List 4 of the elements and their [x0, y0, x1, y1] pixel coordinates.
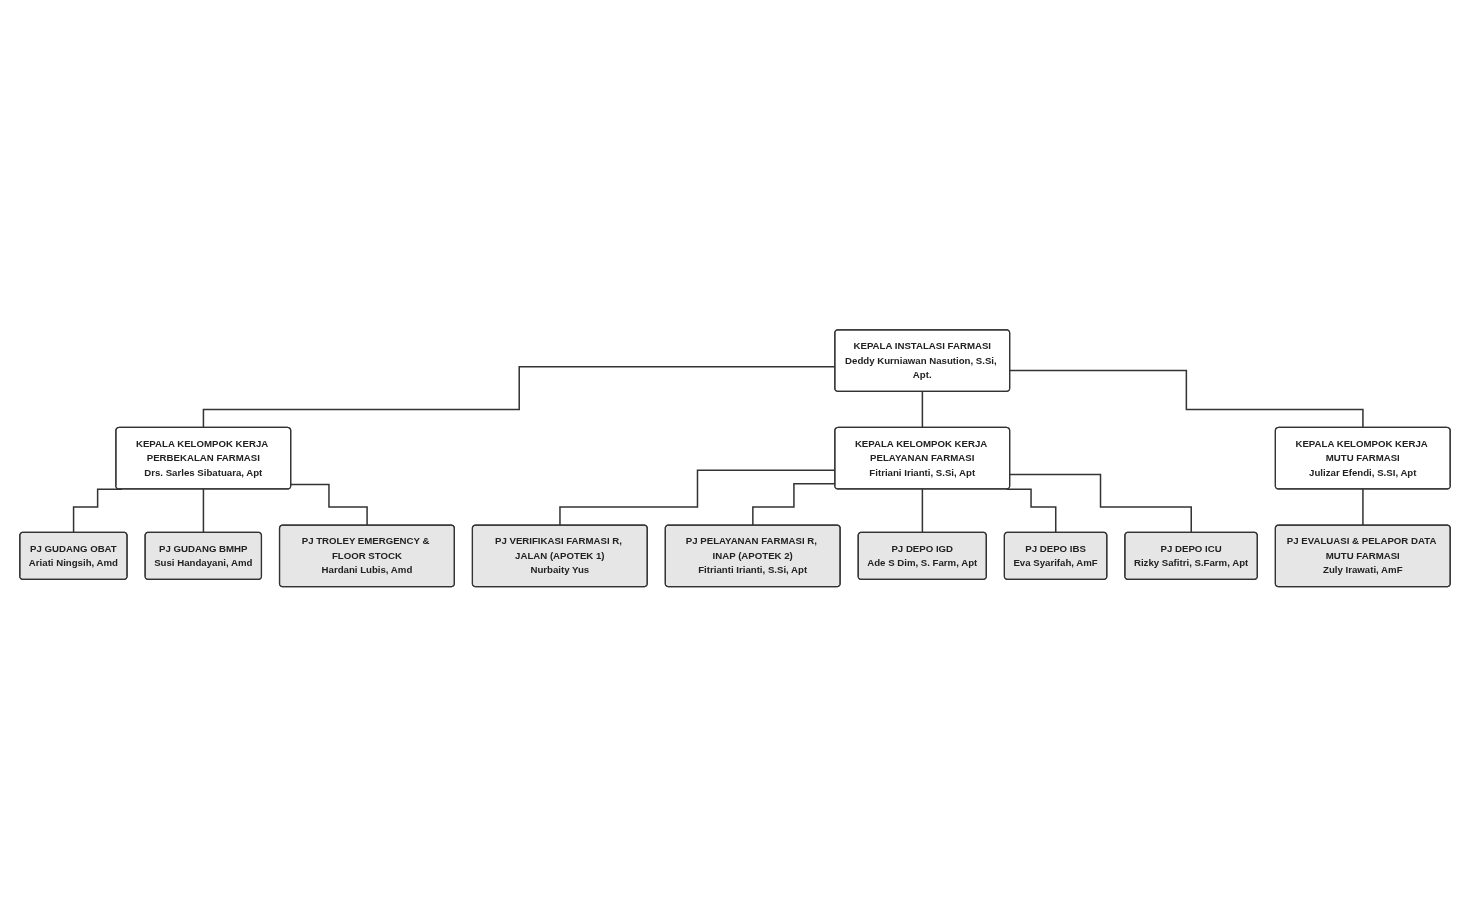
connector [202, 488, 204, 534]
connector [921, 391, 923, 429]
connector [921, 488, 923, 534]
connector [1361, 488, 1364, 527]
